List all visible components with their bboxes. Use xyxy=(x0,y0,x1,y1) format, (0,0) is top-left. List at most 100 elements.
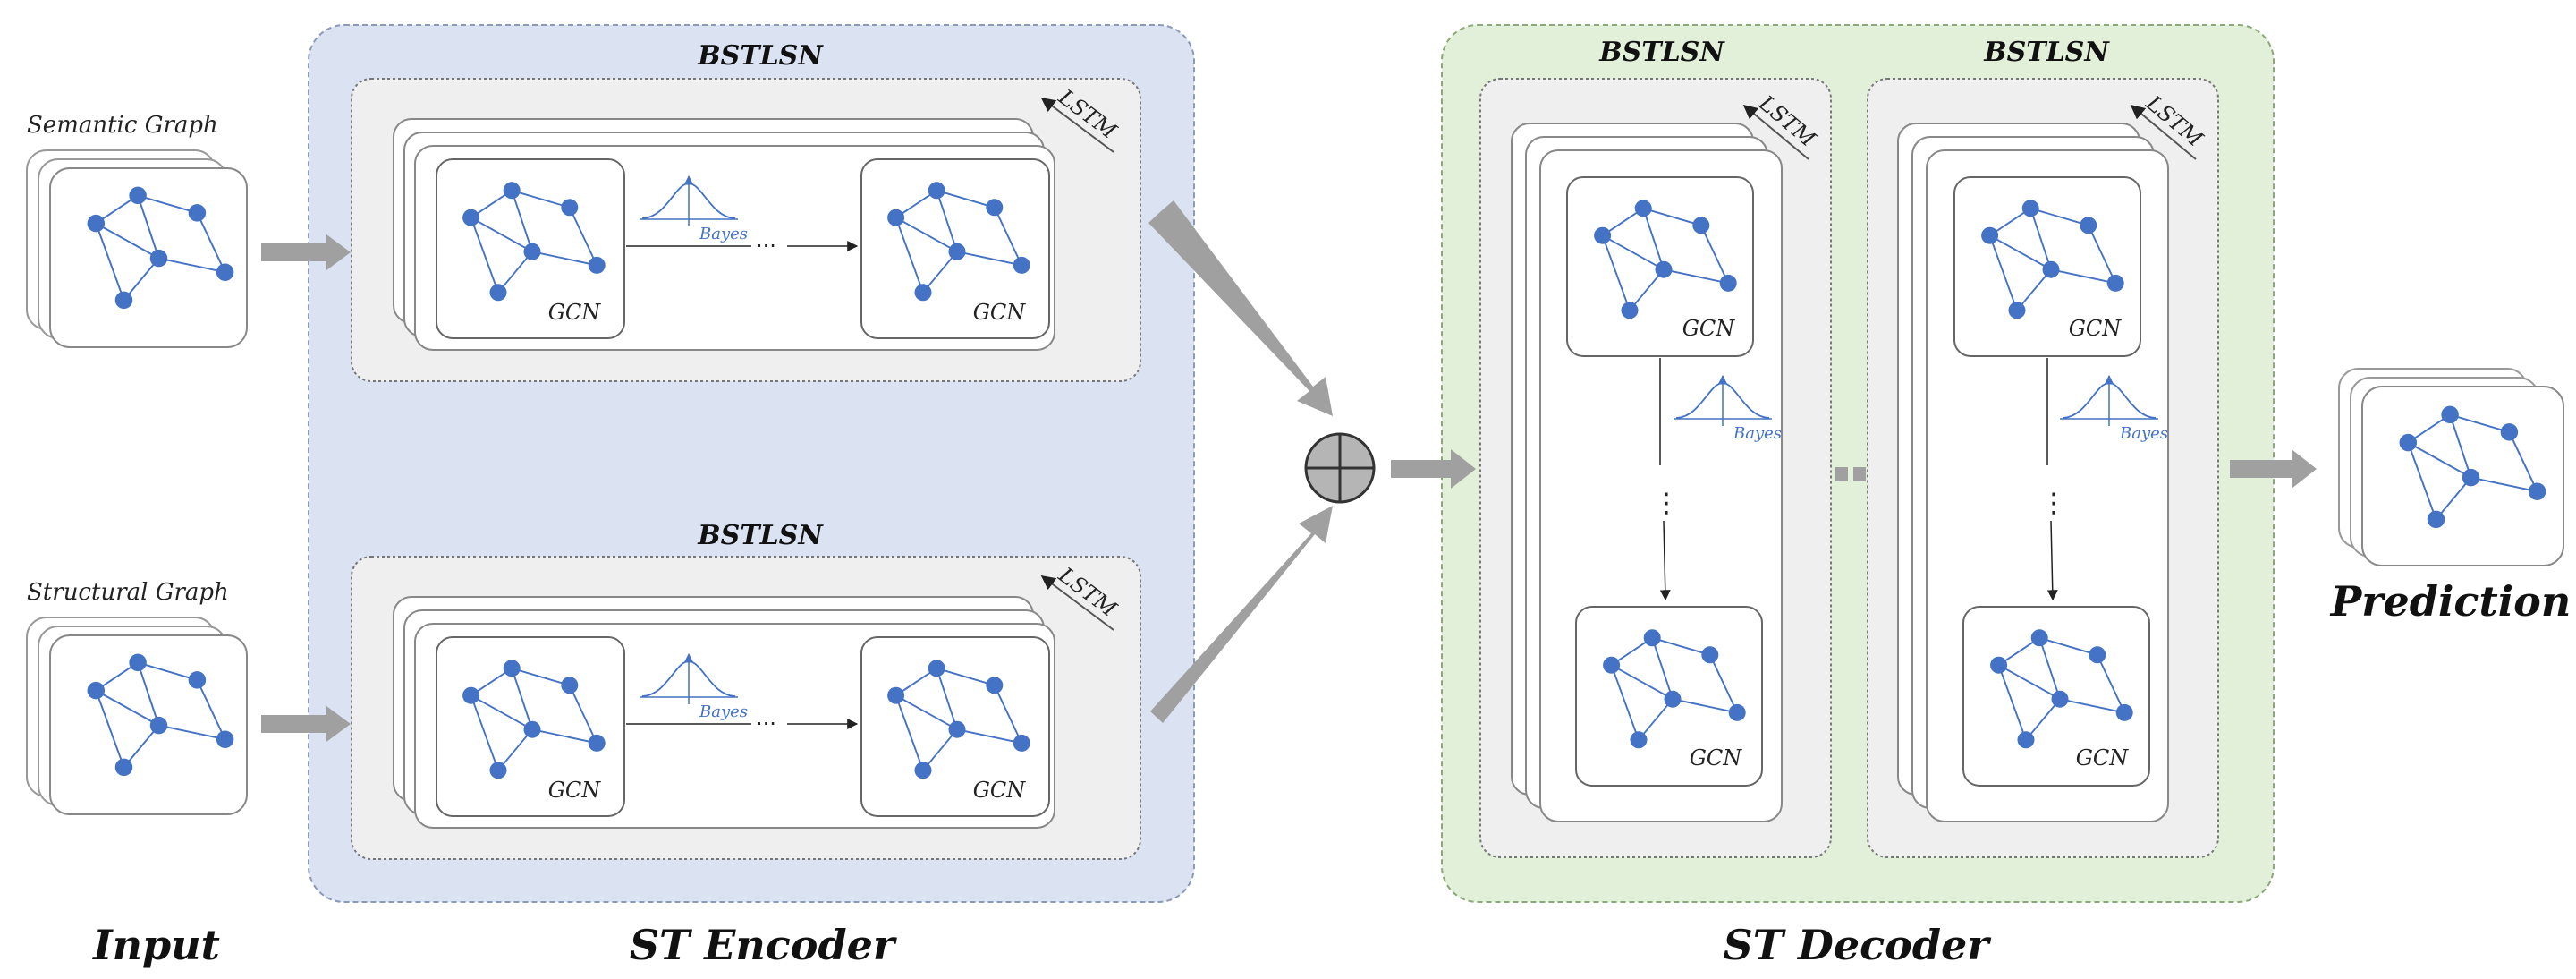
graph-node xyxy=(503,660,521,677)
graph-edge xyxy=(993,685,1023,744)
graph-edge xyxy=(511,189,571,209)
graph-icon xyxy=(87,186,234,310)
graph-node xyxy=(1643,629,1661,647)
graph-node xyxy=(1728,703,1746,721)
gcn-label: GCN xyxy=(973,778,1027,803)
graph-node xyxy=(1594,226,1612,244)
graph-node xyxy=(1603,656,1621,674)
graph-node xyxy=(1701,646,1719,664)
graph-edge xyxy=(1651,636,1711,656)
graph-node xyxy=(1719,274,1737,292)
gcn-label: GCN xyxy=(548,300,602,325)
gcn-label: GCN xyxy=(1690,745,1743,770)
graph-node xyxy=(2427,510,2445,529)
bayes-distribution-icon: Bayes xyxy=(2060,376,2168,443)
graph-edge xyxy=(993,207,1023,266)
bstlsn-label: BSTLSN xyxy=(697,40,824,72)
graph-node xyxy=(1664,690,1682,708)
graph-icon xyxy=(887,660,1030,779)
graph-edge xyxy=(158,724,225,741)
graph-node xyxy=(2021,200,2039,217)
graph-edge xyxy=(1602,234,1665,271)
graph-edge xyxy=(158,257,225,274)
encoder-bstlsn-bottom: BSTLSN LSTM GCN GCN Bayes ··· xyxy=(351,520,1141,860)
vertical-ellipsis: ⋮ xyxy=(1653,488,1680,519)
decoder-caption: ST Decoder xyxy=(1724,921,1993,969)
bayes-axis xyxy=(2060,376,2158,426)
graph-node xyxy=(588,734,606,752)
graph-edge xyxy=(2059,698,2125,714)
graph-node xyxy=(928,182,945,200)
graph-node xyxy=(2115,703,2133,721)
graph-node xyxy=(2441,405,2459,424)
graph-edge xyxy=(1998,664,2061,701)
bstlsn-label: BSTLSN xyxy=(1598,37,1725,68)
graph-edge xyxy=(531,251,597,267)
graph-node xyxy=(561,677,579,694)
prediction-caption: Prediction xyxy=(2329,577,2572,626)
graph-edge xyxy=(123,257,160,302)
semantic-graph-label: Semantic Graph xyxy=(27,112,218,139)
ellipsis: ··· xyxy=(756,711,776,736)
graph-node xyxy=(114,291,133,310)
bstlsn-label: BSTLSN xyxy=(1983,37,2110,68)
graph-node xyxy=(1981,226,1999,244)
graph-edge xyxy=(95,689,159,727)
graph-edge xyxy=(2038,637,2061,700)
bayes-curve xyxy=(641,660,736,697)
graph-edge xyxy=(956,728,1022,745)
graph-node xyxy=(149,716,168,735)
graph-edge xyxy=(497,728,533,771)
graph-edge xyxy=(470,217,499,294)
gcn-label: GCN xyxy=(1682,316,1736,341)
graph-edge xyxy=(95,690,125,768)
gcn-label: GCN xyxy=(548,778,602,803)
graph-node xyxy=(914,762,932,779)
graph-edge xyxy=(2096,654,2126,713)
graph-node xyxy=(216,730,234,748)
bayes-distribution-icon: Bayes xyxy=(640,654,748,721)
graph-node xyxy=(2080,217,2097,234)
graph-node xyxy=(1630,731,1648,749)
graph-edge xyxy=(1988,234,2018,311)
bayes-distribution-icon: Bayes xyxy=(640,176,748,243)
graph-icon xyxy=(1594,200,1737,319)
graph-edge xyxy=(137,661,198,681)
graph-node xyxy=(887,686,905,704)
graph-edge xyxy=(1989,234,2052,271)
graph-node xyxy=(489,762,507,779)
arrow-sum-to-decoder xyxy=(1391,449,1476,489)
graph-node xyxy=(1655,260,1673,278)
graph-edge xyxy=(2029,208,2052,270)
vertical-ellipsis: ⋮ xyxy=(2040,488,2067,519)
input-caption: Input xyxy=(91,921,220,969)
prediction-output xyxy=(2338,368,2564,566)
graph-edge xyxy=(2029,207,2089,226)
arrow-decoder-to-prediction xyxy=(2230,449,2317,489)
graph-edge xyxy=(2025,698,2061,741)
graph-edge xyxy=(511,668,533,730)
graph-node xyxy=(523,720,541,738)
graph-icon xyxy=(462,660,606,779)
sum-node xyxy=(1304,432,1376,504)
structural-graph-label: Structural Graph xyxy=(27,579,229,606)
graph-edge xyxy=(1638,698,1674,741)
graph-edge xyxy=(470,217,533,253)
graph-edge xyxy=(1699,225,1730,284)
graph-node xyxy=(1990,656,2008,674)
graph-edge xyxy=(196,679,226,740)
arrow-semantic-to-encoder xyxy=(261,234,351,270)
graph-node xyxy=(2089,646,2106,664)
graph-node xyxy=(2462,468,2480,487)
graph-edge xyxy=(1610,664,1640,741)
graph-node xyxy=(462,686,480,704)
graph-icon xyxy=(1990,629,2133,749)
graph-edge xyxy=(1629,268,1665,311)
graph-edge xyxy=(956,251,1022,267)
bayes-axis xyxy=(640,654,738,704)
graph-node xyxy=(87,214,106,233)
graph-edge xyxy=(2449,414,2472,478)
graph-node xyxy=(1692,217,1710,234)
graph-edge xyxy=(922,251,958,294)
